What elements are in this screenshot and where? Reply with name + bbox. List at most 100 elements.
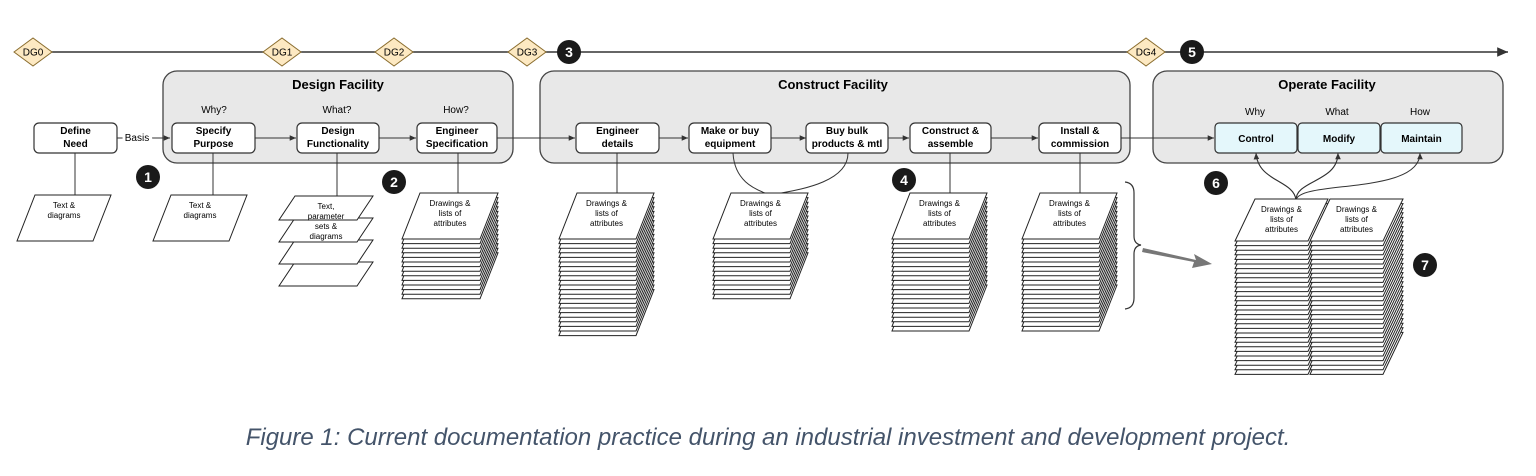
marker-2: 2 — [382, 170, 406, 194]
decision-gate-dg3: DG3 — [507, 37, 547, 67]
document-label: Drawings & — [430, 199, 472, 208]
document-label: Drawings & — [740, 199, 782, 208]
step-label-line1: Install & — [1061, 126, 1100, 137]
step-label-line2: commission — [1051, 139, 1109, 150]
how-question-label: How? — [443, 105, 469, 116]
step-label-line2: products & mtl — [812, 139, 883, 150]
decision-gate-dg1: DG1 — [262, 37, 302, 67]
document-label: Drawings & — [1336, 205, 1378, 214]
marker-1: 1 — [136, 165, 160, 189]
marker-7: 7 — [1413, 253, 1437, 277]
step-label: Control — [1238, 134, 1274, 145]
figure-caption: Figure 1: Current documentation practice… — [245, 424, 1291, 451]
step-install-commission: Install & commission — [1038, 122, 1122, 154]
why-question-label: Why? — [201, 105, 227, 116]
document-label: attributes — [744, 219, 777, 228]
step-label-line1: Design — [321, 126, 354, 137]
marker-3: 3 — [557, 40, 581, 64]
decision-gate-dg0: DG0 — [13, 37, 53, 67]
gate-label: DG2 — [384, 48, 405, 59]
document-label: attributes — [1053, 219, 1086, 228]
step-label-line1: Make or buy — [701, 126, 760, 137]
step-make-or-buy: Make or buy equipment — [688, 122, 772, 154]
marker-label: 5 — [1188, 44, 1196, 60]
step-label-line2: Specification — [426, 139, 488, 150]
doc-text-diagrams-need: Text &diagrams — [16, 194, 112, 242]
step-label-line2: Need — [63, 139, 87, 150]
document-label: parameter — [308, 212, 345, 221]
marker-label: 2 — [390, 174, 398, 190]
marker-label: 1 — [144, 169, 152, 185]
marker-label: 7 — [1421, 257, 1429, 273]
document-label: lists of — [749, 209, 772, 218]
document-label: Text, — [318, 202, 335, 211]
decision-gate-dg4: DG4 — [1126, 37, 1166, 67]
document-label: Drawings & — [1049, 199, 1091, 208]
document-label: attributes — [1265, 225, 1298, 234]
step-label-line1: Specify — [196, 126, 232, 137]
step-label-line2: Functionality — [307, 139, 370, 150]
what-label: What — [1325, 107, 1349, 118]
step-maintain: Maintain — [1380, 122, 1463, 154]
step-buy-bulk: Buy bulk products & mtl — [805, 122, 889, 154]
document-label: Drawings & — [919, 199, 961, 208]
how-label: How — [1410, 107, 1431, 118]
document-label: lists of — [595, 209, 618, 218]
document-label: lists of — [1270, 215, 1293, 224]
document-label: lists of — [1058, 209, 1081, 218]
gate-label: DG4 — [1136, 48, 1157, 59]
step-label: Maintain — [1401, 134, 1442, 145]
step-modify: Modify — [1297, 122, 1381, 154]
basis-label: Basis — [125, 133, 149, 144]
document-label: lists of — [928, 209, 951, 218]
why-label: Why — [1245, 107, 1265, 118]
document-label: attributes — [434, 219, 467, 228]
step-label-line2: details — [602, 139, 634, 150]
document-label: Drawings & — [586, 199, 628, 208]
gate-label: DG1 — [272, 48, 293, 59]
document-label: attributes — [1340, 225, 1373, 234]
marker-5: 5 — [1180, 40, 1204, 64]
document-label: lists of — [1345, 215, 1368, 224]
marker-4: 4 — [892, 168, 916, 192]
document-label: Drawings & — [1261, 205, 1303, 214]
doc-text-diagrams-purpose: Text &diagrams — [152, 194, 248, 242]
operate-facility-title: Operate Facility — [1278, 77, 1376, 92]
marker-6: 6 — [1204, 171, 1228, 195]
document-label: attributes — [590, 219, 623, 228]
step-label-line2: assemble — [928, 139, 974, 150]
step-label-line1: Construct & — [922, 126, 979, 137]
decision-gate-dg2: DG2 — [374, 37, 414, 67]
document-label: Text & — [189, 201, 212, 210]
handover-arrow — [1142, 248, 1212, 268]
collection-bracket — [1124, 181, 1142, 310]
step-label-line1: Define — [60, 126, 91, 137]
document-label: lists of — [439, 209, 462, 218]
step-label-line1: Engineer — [436, 126, 479, 137]
gate-label: DG0 — [23, 48, 44, 59]
step-label-line1: Engineer — [596, 126, 639, 137]
what-question-label: What? — [323, 105, 352, 116]
design-facility-title: Design Facility — [292, 77, 385, 92]
gate-label: DG3 — [517, 48, 538, 59]
documentation-process-diagram: DG0 DG1 DG2 DG3 DG4 Design Facility Construc… — [13, 37, 1508, 375]
document-label: Text & — [53, 201, 76, 210]
document-label: diagrams — [310, 232, 343, 241]
step-label-line1: Buy bulk — [826, 126, 869, 137]
step-engineer-details: Engineer details — [575, 122, 660, 154]
document-label: attributes — [923, 219, 956, 228]
marker-label: 3 — [565, 44, 573, 60]
step-label-line2: equipment — [705, 139, 756, 150]
marker-label: 4 — [900, 172, 908, 188]
